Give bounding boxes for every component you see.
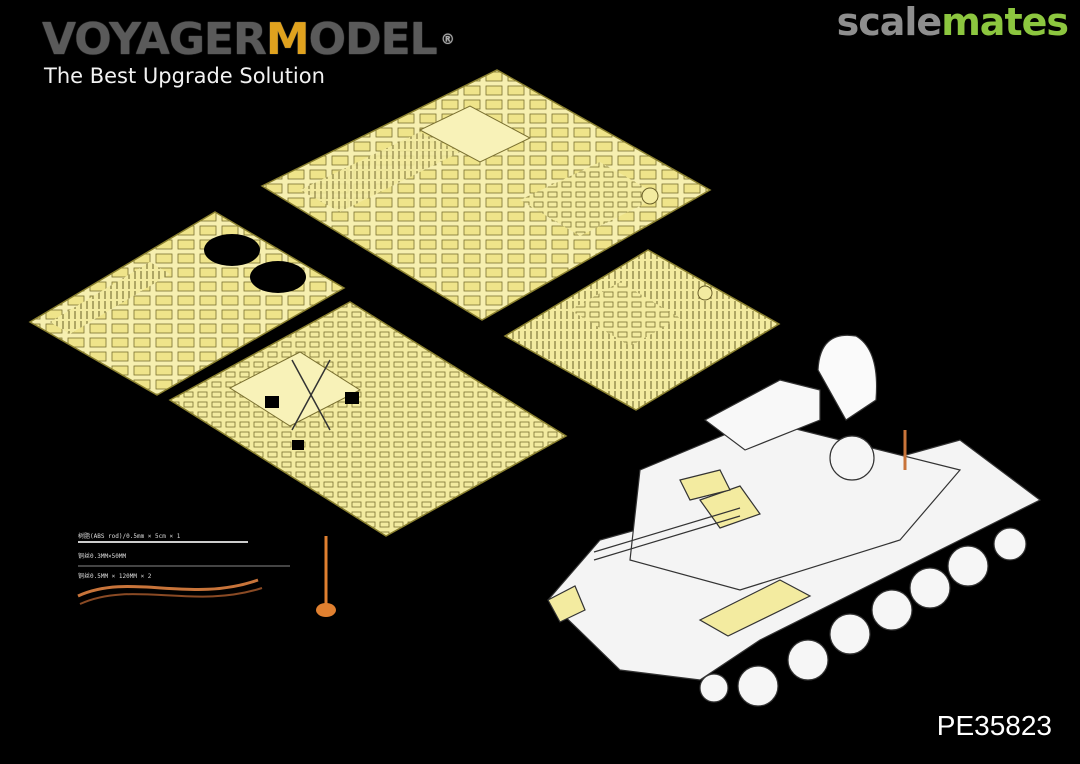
logo-text-odel: ODEL bbox=[308, 14, 438, 65]
watermark-part-mates: mates bbox=[941, 0, 1069, 44]
copper-cable-2 bbox=[79, 587, 263, 605]
copper-cable-1 bbox=[77, 578, 259, 598]
logo-text-voyager: VOYAGER bbox=[42, 14, 267, 65]
pe-fret-sheet-4 bbox=[503, 249, 781, 411]
product-code: PE35823 bbox=[936, 710, 1052, 741]
brand-tagline: The Best Upgrade Solution bbox=[44, 64, 325, 88]
scalemates-watermark: scalemates bbox=[836, 0, 1069, 44]
pe-fret-sheet-2 bbox=[28, 211, 346, 396]
voyager-model-logo: VOYAGERMODEL® bbox=[42, 18, 455, 62]
cable-label: 铜丝0.5MM × 120MM × 2 bbox=[78, 572, 152, 580]
pe-fret-sheet-1 bbox=[260, 69, 712, 321]
brand-block: VOYAGERMODEL® The Best Upgrade Solution bbox=[42, 18, 455, 89]
logo-text-m: M bbox=[265, 14, 310, 65]
vehicle-drawing bbox=[547, 334, 1042, 707]
accessories: 树脂(ABS rod)/0.5mm × 5cm × 1 铜丝0.3MM×50MM… bbox=[77, 532, 336, 617]
antenna-rod bbox=[316, 536, 336, 617]
registered-mark: ® bbox=[440, 32, 455, 48]
watermark-part-scale: scale bbox=[836, 0, 943, 44]
rod-label: 树脂(ABS rod)/0.5mm × 5cm × 1 bbox=[78, 532, 181, 540]
wire-label: 铜丝0.3MM×50MM bbox=[78, 552, 127, 560]
pe-fret-sheet-3 bbox=[168, 301, 568, 537]
